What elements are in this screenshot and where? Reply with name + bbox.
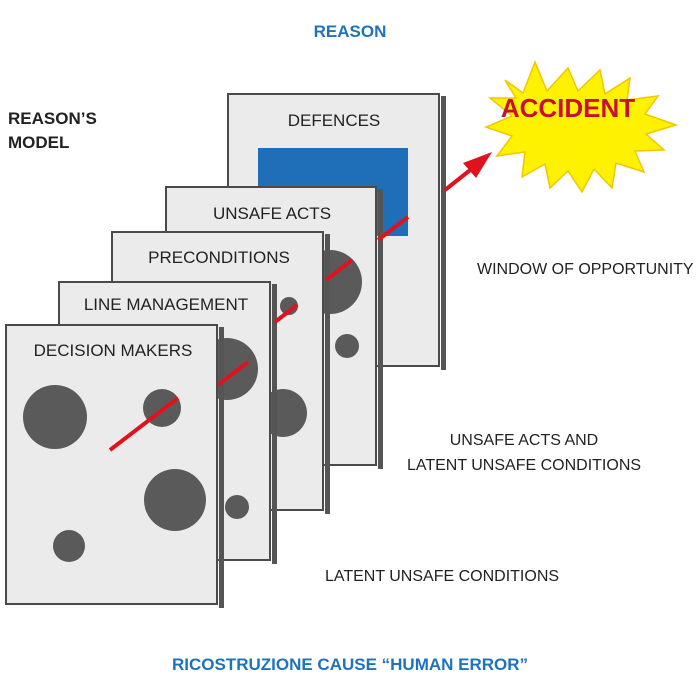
trajectory-segment (324, 258, 354, 282)
layer-panel-shadow (325, 234, 330, 514)
trajectory-segment (273, 303, 299, 324)
trajectory-arrow-shaft (443, 165, 476, 192)
trajectory-arrowhead (463, 152, 492, 178)
accident-label: ACCIDENT (501, 93, 635, 123)
burst-star-icon (483, 59, 679, 194)
layer-label: DECISION MAKERS (34, 341, 193, 360)
footer-caption: RICOSTRUZIONE CAUSE “HUMAN ERROR” (172, 655, 528, 674)
hole (23, 385, 87, 449)
layer-panel-shadow (272, 284, 277, 564)
layer-panel-shadow (441, 96, 446, 370)
hole (144, 469, 206, 531)
side-title-line1: REASON’S (8, 109, 97, 128)
accident-trajectory (108, 152, 492, 452)
layer-panel-shadow (219, 327, 224, 608)
window-of-opportunity-label: WINDOW OF OPPORTUNITY (477, 261, 694, 278)
layer-label: LINE MANAGEMENT (84, 295, 248, 314)
top-title: REASON (314, 22, 387, 41)
trajectory-segment (216, 360, 250, 387)
latent-conditions-label: LATENT UNSAFE CONDITIONS (325, 568, 559, 585)
hole (280, 297, 298, 315)
layer-panel (5, 324, 218, 605)
unsafe-acts-label-line1: UNSAFE ACTS AND (450, 432, 598, 449)
side-title-line2: MODEL (8, 133, 69, 152)
layer-label: DEFENCES (288, 111, 381, 130)
layer-label: PRECONDITIONS (148, 248, 290, 267)
accident-burst: ACCIDENT (483, 59, 679, 194)
layer-panel-shadow (378, 189, 383, 469)
hole (53, 530, 85, 562)
hole (225, 495, 249, 519)
trajectory-segment (376, 215, 410, 242)
layer-label: UNSAFE ACTS (213, 204, 331, 223)
trajectory-segment (108, 396, 180, 452)
hole (335, 334, 359, 358)
unsafe-acts-label-line2: LATENT UNSAFE CONDITIONS (407, 457, 641, 474)
layer-decision-makers: DECISION MAKERS (5, 324, 224, 608)
